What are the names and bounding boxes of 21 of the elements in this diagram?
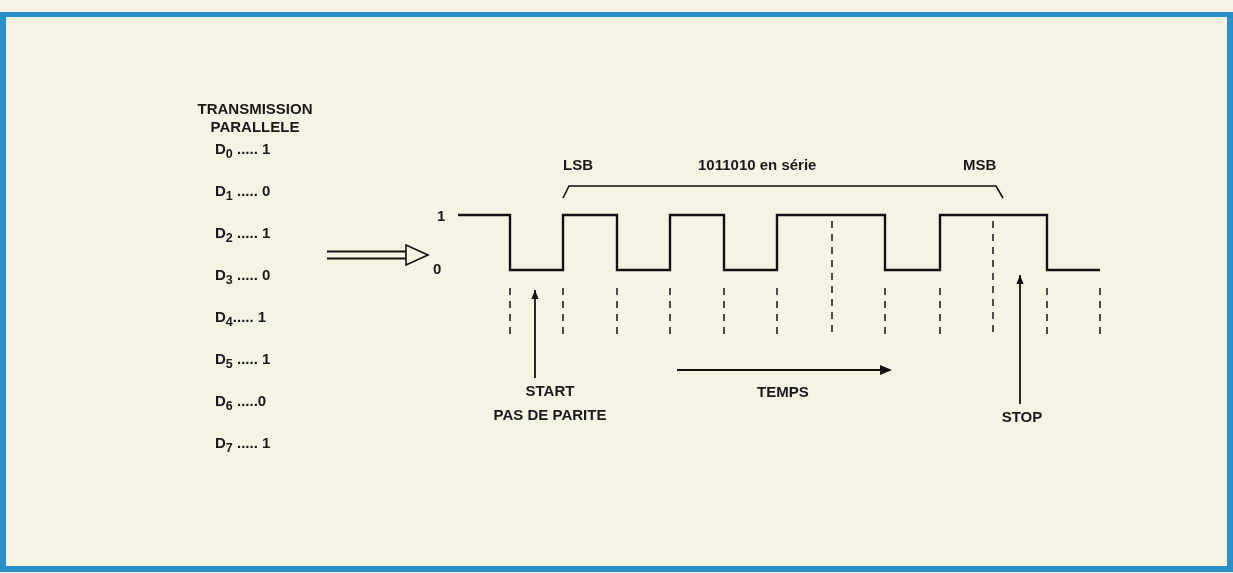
bit-value-line: D$_{7}$ ..... 1 xyxy=(214,434,272,457)
bit-value-line: D$_{2}$ ..... 1 xyxy=(214,224,272,247)
bit-value-line: D$_{0}$ ..... 1 xyxy=(214,140,272,163)
signal-label: 1011010 en série xyxy=(698,156,817,173)
signal-label: 1 xyxy=(437,207,446,224)
double-arrow xyxy=(326,244,429,266)
signal-label: TEMPS xyxy=(757,383,809,400)
signal-label: MSB xyxy=(963,156,997,173)
bit-value-line: D$_{4}$..... 1 xyxy=(214,308,268,331)
leader-arrow xyxy=(531,289,539,379)
signal-label: 0 xyxy=(433,260,442,277)
leader-arrow xyxy=(1016,274,1024,405)
annotation-text: STOP xyxy=(1000,408,1044,426)
annotation-text: PAS DE PARITE xyxy=(492,406,608,424)
signal-label: LSB xyxy=(563,156,593,173)
bit-value-line: D$_{6}$ .....0 xyxy=(214,392,268,415)
bit-value-line: D$_{5}$ ..... 1 xyxy=(214,350,272,373)
bit-value-line: D$_{1}$ ..... 0 xyxy=(214,182,272,205)
annotation-text: START xyxy=(524,382,576,400)
bit-value-line: D$_{3}$ ..... 0 xyxy=(214,266,272,289)
heading: TRANSMISSION PARALLELE xyxy=(196,100,314,136)
